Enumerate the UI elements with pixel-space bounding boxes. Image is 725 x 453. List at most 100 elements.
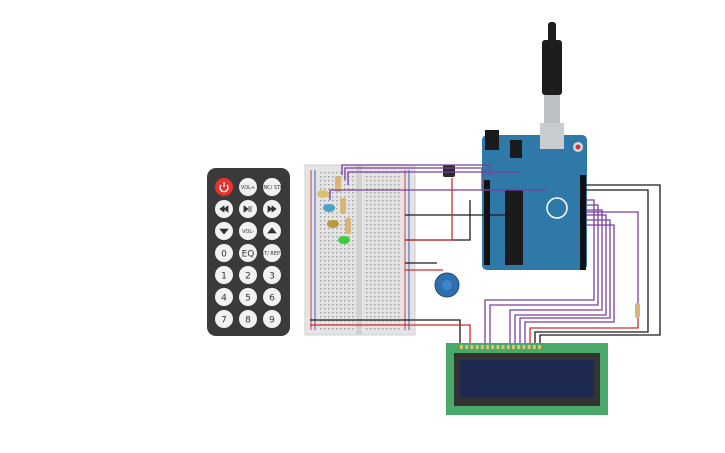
remote-button[interactable]: VOL+ <box>239 178 257 196</box>
lcd-pin[interactable] <box>501 345 505 349</box>
lcd-16x2[interactable] <box>446 343 608 415</box>
remote-button[interactable]: VOL- <box>239 222 257 240</box>
breadboard-hole <box>324 200 326 202</box>
breadboard-hole <box>390 280 392 282</box>
breadboard-hole <box>348 216 350 218</box>
breadboard-hole <box>328 260 330 262</box>
breadboard-hole <box>394 224 396 226</box>
breadboard-hole <box>374 276 376 278</box>
breadboard-hole <box>398 328 400 330</box>
breadboard-hole <box>352 228 354 230</box>
breadboard-hole <box>374 236 376 238</box>
lcd-pin[interactable] <box>486 345 489 349</box>
breadboard-hole <box>352 248 354 250</box>
remote-button[interactable]: 9 <box>263 310 281 328</box>
breadboard-hole <box>340 268 342 270</box>
potentiometer-knob[interactable] <box>442 280 452 290</box>
arduino-uno[interactable] <box>482 123 587 270</box>
lcd-pin[interactable] <box>538 345 541 349</box>
breadboard-hole <box>370 224 372 226</box>
lcd-pin[interactable] <box>491 345 495 349</box>
lcd-pin[interactable] <box>480 345 484 349</box>
breadboard-hole <box>328 316 330 318</box>
breadboard-hole <box>366 296 368 298</box>
breadboard-hole <box>348 212 350 214</box>
lcd-pin[interactable] <box>470 345 474 349</box>
resistor-4[interactable] <box>635 303 640 318</box>
led-amber[interactable] <box>327 220 339 228</box>
ir-receiver[interactable] <box>443 165 455 177</box>
remote-button[interactable]: EQ <box>239 244 257 262</box>
lcd-pin[interactable] <box>532 345 536 349</box>
breadboard-hole <box>348 248 350 250</box>
remote-button[interactable] <box>215 178 233 196</box>
led-blue[interactable] <box>323 204 335 212</box>
breadboard-components[interactable] <box>317 165 640 318</box>
breadboard-hole <box>332 284 334 286</box>
lcd-pin[interactable] <box>475 345 479 349</box>
led-yellow[interactable] <box>317 190 329 198</box>
resistor-3[interactable] <box>345 218 351 234</box>
breadboard-hole <box>366 208 368 210</box>
breadboard-hole <box>382 252 384 254</box>
breadboard-hole <box>378 220 380 222</box>
remote-button-face <box>239 310 257 328</box>
lcd-pin[interactable] <box>512 345 515 349</box>
breadboard-hole <box>332 204 334 206</box>
remote-button[interactable]: ST/ REPT <box>261 244 284 262</box>
remote-button[interactable]: 3 <box>263 266 281 284</box>
remote-button-label: 9 <box>269 316 275 326</box>
breadboard-hole <box>366 232 368 234</box>
remote-button[interactable]: 1 <box>215 266 233 284</box>
remote-button[interactable]: 4 <box>215 288 233 306</box>
breadboard-hole <box>390 184 392 186</box>
lcd-pin[interactable] <box>465 345 469 349</box>
breadboard-hole <box>398 244 400 246</box>
led-green[interactable] <box>338 236 350 244</box>
lcd-pin[interactable] <box>506 345 510 349</box>
remote-button[interactable]: 0 <box>215 244 233 262</box>
remote-button[interactable] <box>215 200 233 218</box>
breadboard-hole <box>328 320 330 322</box>
remote-button[interactable] <box>239 200 257 218</box>
breadboard-hole <box>352 276 354 278</box>
wire-lcd-2 <box>489 204 599 343</box>
resistor-1[interactable] <box>335 176 341 192</box>
breadboard-hole <box>382 292 384 294</box>
breadboard-hole <box>340 308 342 310</box>
resistor-2[interactable] <box>340 198 346 214</box>
breadboard-hole <box>344 300 346 302</box>
breadboard-hole <box>320 292 322 294</box>
breadboard-hole <box>352 320 354 322</box>
breadboard-hole <box>378 172 380 174</box>
remote-button[interactable]: 2 <box>239 266 257 284</box>
breadboard-hole <box>394 300 396 302</box>
breadboard-hole <box>390 200 392 202</box>
breadboard-hole <box>336 192 338 194</box>
breadboard-hole <box>348 204 350 206</box>
lcd-pin[interactable] <box>496 345 500 349</box>
breadboard-hole <box>320 264 322 266</box>
lcd-pin[interactable] <box>527 345 531 349</box>
usb-cable[interactable] <box>542 22 562 123</box>
remote-button[interactable]: FUNC/ STOP <box>257 178 287 196</box>
dc-jack <box>485 130 499 150</box>
lcd-pin[interactable] <box>460 345 463 349</box>
breadboard-hole <box>336 300 338 302</box>
breadboard-hole <box>374 196 376 198</box>
remote-button[interactable] <box>215 222 233 240</box>
remote-button[interactable]: 6 <box>263 288 281 306</box>
remote-button[interactable]: 7 <box>215 310 233 328</box>
breadboard-hole <box>340 292 342 294</box>
remote-button[interactable]: 5 <box>239 288 257 306</box>
lcd-pin[interactable] <box>517 345 521 349</box>
remote-button[interactable] <box>263 200 281 218</box>
breadboard-hole <box>398 304 400 306</box>
lcd-pin[interactable] <box>522 345 526 349</box>
remote-button[interactable] <box>263 222 281 240</box>
breadboard-hole <box>374 264 376 266</box>
breadboard-hole <box>366 260 368 262</box>
remote-button[interactable]: 8 <box>239 310 257 328</box>
breadboard-hole <box>348 320 350 322</box>
